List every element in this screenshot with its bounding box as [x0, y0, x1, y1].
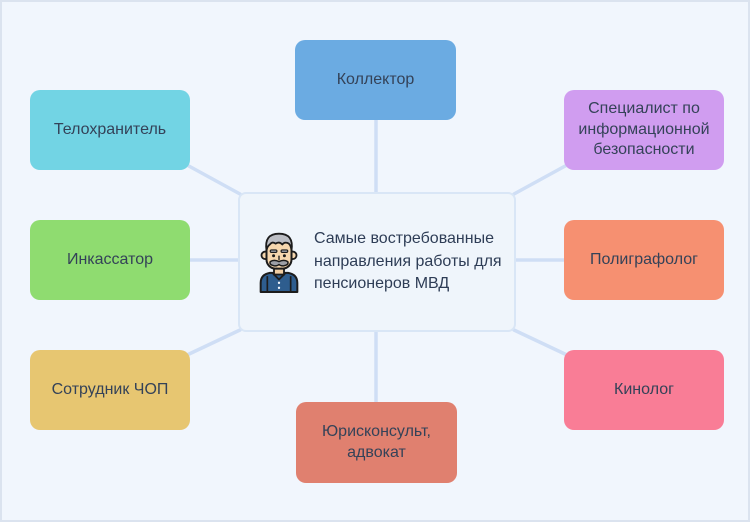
- node-inkassator: Инкассатор: [30, 220, 190, 300]
- connector-bottom-left: [185, 328, 242, 357]
- connector-top-right: [512, 163, 569, 196]
- node-label: Юрисконсульт, адвокат: [322, 422, 431, 461]
- node-label: Полиграфолог: [590, 250, 698, 268]
- node-kinolog: Кинолог: [564, 350, 724, 430]
- node-label: Сотрудник ЧОП: [51, 380, 169, 398]
- node-label: Телохранитель: [53, 120, 167, 138]
- node-label: Инкассатор: [66, 250, 154, 268]
- node-label: Специалист по информационной безопасност…: [578, 99, 710, 159]
- connector-top-left: [185, 163, 242, 196]
- node-label: Кинолог: [614, 380, 674, 398]
- node-juriskonsult: Юрисконсульт, адвокат: [296, 402, 457, 483]
- node-kollektor: Коллектор: [295, 40, 456, 120]
- connector-bottom-right: [512, 328, 569, 357]
- node-label: Коллектор: [336, 70, 415, 88]
- elderly-man-icon: [259, 232, 299, 293]
- node-specialist-ib: Специалист по информационной безопасност…: [564, 90, 724, 170]
- center-title: Самые востребованные направления работы …: [314, 230, 502, 293]
- node-poligrafolog: Полиграфолог: [564, 220, 724, 300]
- node-telohranitel: Телохранитель: [30, 90, 190, 170]
- center-card: Самые востребованные направления работы …: [238, 192, 516, 332]
- node-sotrudnik-chop: Сотрудник ЧОП: [30, 350, 190, 430]
